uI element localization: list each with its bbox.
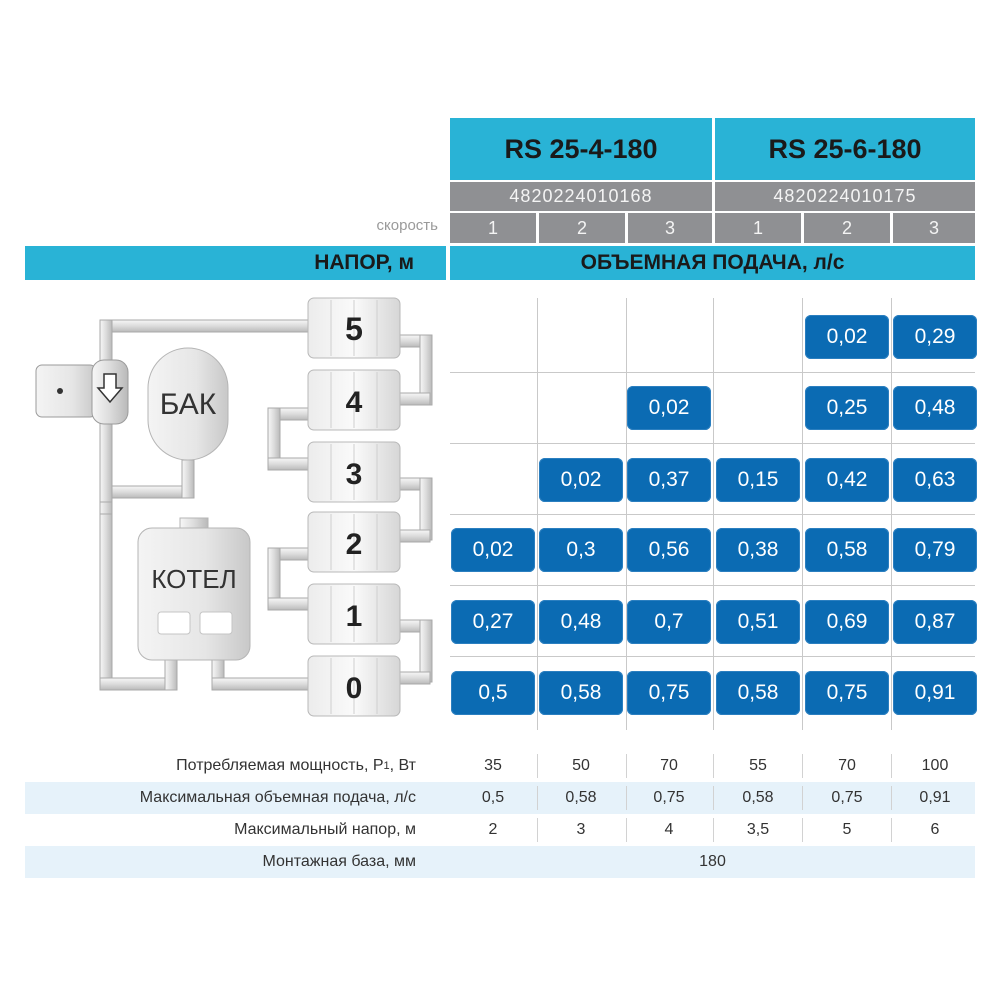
spec-value: 70: [660, 757, 678, 774]
speed-cell: 1: [450, 213, 536, 243]
spec-value: 0,5: [481, 789, 505, 806]
spec-value: 6: [930, 821, 940, 838]
spec-value: 50: [572, 757, 590, 774]
pipes: [99, 319, 433, 691]
spec-value: 3: [576, 821, 586, 838]
radiator-level: 2: [346, 528, 363, 561]
radiator: 1: [307, 583, 401, 645]
flow-value: 0,37: [627, 458, 711, 502]
spec-label: Максимальный напор, м: [234, 821, 416, 838]
flow-value: 0,58: [539, 671, 623, 715]
spec-value: 0,75: [653, 789, 685, 806]
grid-line: [450, 514, 975, 515]
flow-value: 0,3: [539, 528, 623, 572]
grid-line: [450, 585, 975, 586]
spec-value: 0,58: [742, 789, 774, 806]
spec-value: 35: [484, 757, 502, 774]
spec-row-max-flow: Максимальная объемная подача, л/с 0,5 0,…: [25, 782, 975, 814]
spec-value: 2: [488, 821, 498, 838]
flow-value: 0,48: [539, 600, 623, 644]
head-band: НАПОР, м: [25, 246, 446, 280]
model-name-1: RS 25-4-180: [504, 133, 658, 164]
flow-value: 0,5: [451, 671, 535, 715]
spec-value: 4: [664, 821, 674, 838]
radiator: 5: [307, 297, 401, 359]
spec-label: Максимальная объемная подача, л/с: [139, 789, 416, 806]
flow-value: 0,87: [893, 600, 977, 644]
flow-value: 0,58: [805, 528, 889, 572]
grid-line: [450, 443, 975, 444]
radiator-level: 0: [346, 672, 363, 705]
flow-value: 0,15: [716, 458, 800, 502]
flow-value: 0,79: [893, 528, 977, 572]
speed-cell: 1: [715, 213, 801, 243]
flow-value: 0,02: [539, 458, 623, 502]
radiator-level: 1: [346, 600, 363, 633]
speed-cell: 2: [539, 213, 625, 243]
spec-value: 180: [699, 853, 726, 870]
flow-value: 0,56: [627, 528, 711, 572]
model-code-1: 4820224010168: [450, 182, 712, 211]
spec-value: 0,91: [919, 789, 951, 806]
flow-value: 0,63: [893, 458, 977, 502]
flow-value: 0,51: [716, 600, 800, 644]
radiator-level: 3: [346, 458, 363, 491]
flow-value: 0,91: [893, 671, 977, 715]
radiator-level: 4: [346, 386, 363, 419]
pump-icon: [35, 359, 129, 425]
spec-value: 70: [838, 757, 856, 774]
flow-value: 0,02: [805, 315, 889, 359]
boiler-label: КОТЕЛ: [151, 564, 236, 594]
speed-cell: 2: [804, 213, 890, 243]
spec-value: 55: [749, 757, 767, 774]
flow-value: 0,02: [627, 386, 711, 430]
head-label: НАПОР, м: [314, 251, 414, 274]
flow-value: 0,69: [805, 600, 889, 644]
spec-row-mounting-base: Монтажная база, мм 180: [25, 846, 975, 878]
spec-label-text: Потребляемая мощность, P: [176, 757, 384, 774]
radiator: 4: [307, 369, 401, 431]
flow-value: 0,48: [893, 386, 977, 430]
radiator: 0: [307, 655, 401, 717]
flow-value: 0,27: [451, 600, 535, 644]
spec-label: Монтажная база, мм: [262, 853, 416, 870]
model-header-1: RS 25-4-180: [450, 118, 712, 180]
flow-value: 0,02: [451, 528, 535, 572]
spec-value: 0,58: [565, 789, 597, 806]
flow-value: 0,29: [893, 315, 977, 359]
boiler: КОТЕЛ: [137, 517, 251, 661]
flow-value: 0,75: [805, 671, 889, 715]
model-name-2: RS 25-6-180: [768, 133, 922, 164]
tank-label: БАК: [160, 388, 217, 421]
speed-cell: 3: [628, 213, 712, 243]
speed-cell: 3: [893, 213, 975, 243]
speed-label: скорость: [376, 217, 438, 234]
flow-value: 0,58: [716, 671, 800, 715]
spec-label-subscript: 1: [383, 760, 390, 772]
spec-row-max-head: Максимальный напор, м 2 3 4 3,5 5 6: [25, 814, 975, 846]
model-header-2: RS 25-6-180: [715, 118, 975, 180]
grid-line: [450, 656, 975, 657]
model-code-2: 4820224010175: [715, 182, 975, 211]
flow-value: 0,38: [716, 528, 800, 572]
expansion-tank: БАК: [147, 347, 229, 461]
flow-value: 0,75: [627, 671, 711, 715]
heating-system-diagram: БАК КОТЕЛ 5 4 3 2 1 0: [35, 297, 433, 717]
spec-value: 5: [842, 821, 852, 838]
flow-value: 0,7: [627, 600, 711, 644]
radiator-level: 5: [345, 311, 363, 347]
flow-value: 0,25: [805, 386, 889, 430]
flow-band: ОБЪЕМНАЯ ПОДАЧА, л/с: [450, 246, 975, 280]
spec-value: 0,75: [831, 789, 863, 806]
radiator: 2: [307, 511, 401, 573]
flow-label: ОБЪЕМНАЯ ПОДАЧА, л/с: [580, 251, 845, 274]
spec-value: 3,5: [746, 821, 770, 838]
radiator: 3: [307, 441, 401, 503]
spec-value: 100: [921, 757, 949, 774]
flow-value: 0,42: [805, 458, 889, 502]
spec-label-unit: , Вт: [389, 757, 416, 774]
grid-line: [450, 372, 975, 373]
